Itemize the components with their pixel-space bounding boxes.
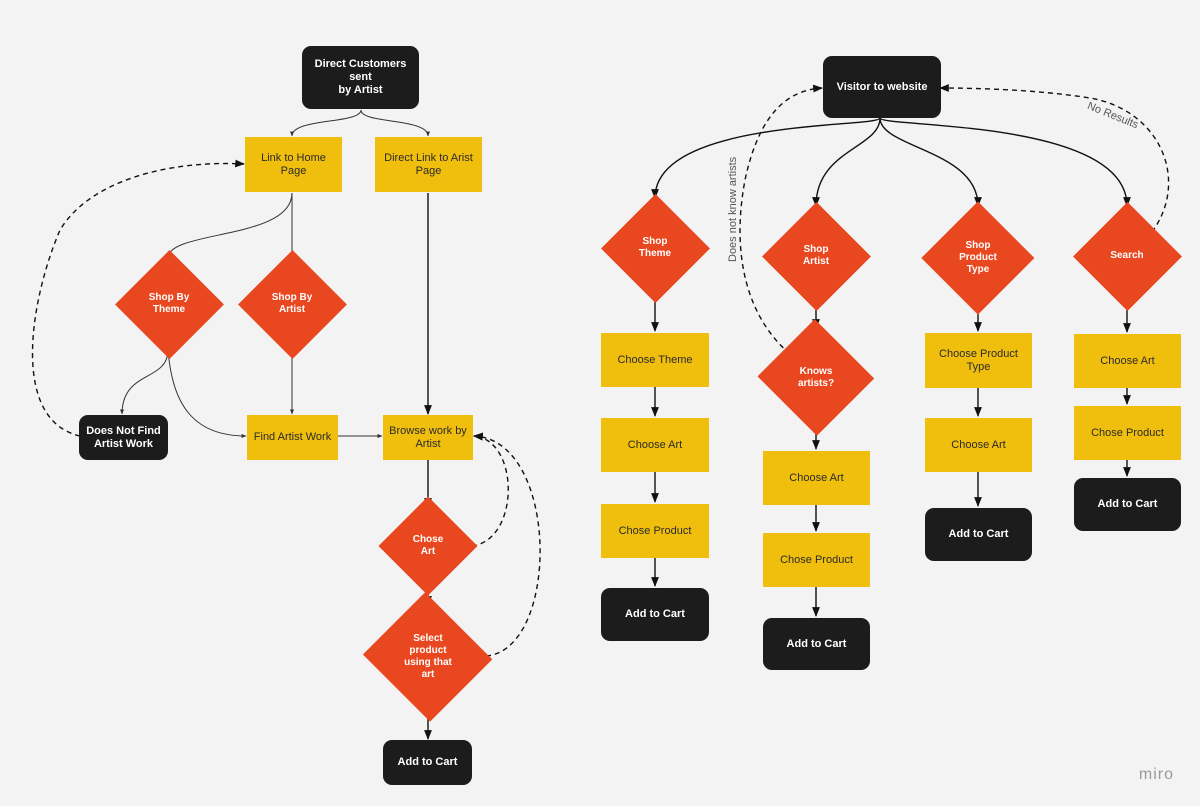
edge-notfind-loop (31, 159, 245, 437)
visitor-start-node: Visitor to website (823, 56, 941, 118)
miro-watermark: miro (1138, 766, 1174, 783)
shop-product-type-decision: Shop Product Type (921, 201, 1035, 315)
select-product-decision: Select product using that art (360, 594, 496, 720)
edge-visitor-to-artist (812, 117, 881, 207)
product-add-to-cart-node: Add to Cart (925, 508, 1032, 561)
not-find-node: Does Not Find Artist Work (79, 415, 168, 460)
edge-theme-to-notfind (120, 349, 169, 415)
artist-add-to-cart-node: Add to Cart (763, 618, 870, 670)
search-choose-art-node: Choose Art (1074, 334, 1181, 388)
edge-no-results-loop (939, 84, 1170, 233)
shop-artist-decision: Shop Artist (761, 201, 871, 311)
chose-art-decision: Chose Art (378, 496, 478, 596)
shop-by-artist-decision: Shop By Artist (237, 249, 347, 359)
edge-not-know-loop (739, 84, 823, 355)
edge-visitor-to-product (879, 117, 982, 207)
does-not-know-artists-label: Does not know artists (727, 156, 739, 262)
direct-link-node: Direct Link to Arist Page (375, 137, 482, 192)
search-chose-product-node: Chose Product (1074, 406, 1181, 460)
edge-theme-to-findwork (167, 349, 247, 438)
artist-choose-art-node: Choose Art (763, 451, 870, 505)
shop-by-theme-decision: Shop By Theme (114, 249, 224, 359)
edge-visitor-to-search (879, 117, 1131, 207)
edge-start-to-direct (360, 109, 430, 137)
shop-theme-decision: Shop Theme (600, 193, 710, 303)
theme-chose-product-node: Chose Product (601, 504, 709, 558)
edge-visitor-to-theme (651, 117, 881, 199)
edge-select-loop (473, 432, 541, 657)
choose-product-type-node: Choose Product Type (925, 333, 1032, 388)
search-decision: Search (1072, 201, 1182, 311)
find-artist-work-node: Find Artist Work (247, 415, 338, 460)
left-add-to-cart-node: Add to Cart (383, 740, 472, 785)
search-add-to-cart-node: Add to Cart (1074, 478, 1181, 531)
knows-artists-decision: Knows artists? (756, 320, 876, 435)
edge-start-to-home (290, 109, 362, 137)
artist-chose-product-node: Chose Product (763, 533, 870, 587)
choose-theme-node: Choose Theme (601, 333, 709, 387)
theme-add-to-cart-node: Add to Cart (601, 588, 709, 641)
link-home-node: Link to Home Page (245, 137, 342, 192)
product-choose-art-node: Choose Art (925, 418, 1032, 472)
left-start-node: Direct Customers sent by Artist (302, 46, 419, 109)
edge-chose-loop (471, 432, 509, 547)
browse-work-node: Browse work by Artist (383, 415, 473, 460)
theme-choose-art-node: Choose Art (601, 418, 709, 472)
